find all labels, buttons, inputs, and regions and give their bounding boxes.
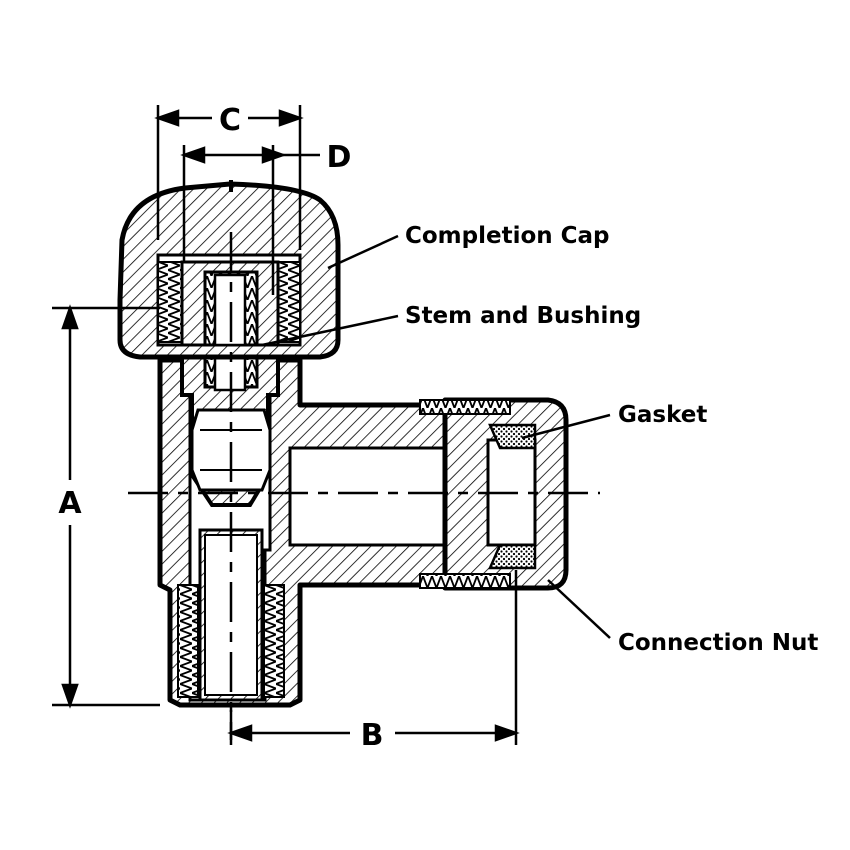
center-lines <box>128 232 600 740</box>
completion-cap <box>117 180 341 360</box>
dimension-c-label: C <box>219 103 241 138</box>
dimension-b-label: B <box>361 718 384 753</box>
dimension-a-line <box>52 304 160 709</box>
gasket <box>488 423 537 570</box>
callout-leaders <box>261 234 611 639</box>
completion-cap-label: Completion Cap <box>405 223 610 249</box>
dimension-b-line <box>227 570 520 745</box>
stem-and-bushing-label: Stem and Bushing <box>405 303 641 329</box>
dimension-c-line <box>154 105 304 250</box>
dimension-d-line <box>180 145 320 295</box>
connection-nut-label: Connection Nut <box>618 630 818 656</box>
dimension-d-label: D <box>327 140 352 175</box>
gasket-label: Gasket <box>618 402 707 428</box>
dimension-a-label: A <box>58 486 82 521</box>
